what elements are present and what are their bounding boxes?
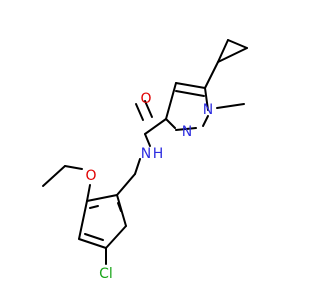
bond	[144, 133, 151, 147]
bond	[204, 61, 219, 89]
bond	[135, 103, 144, 121]
ethoxy-group	[42, 165, 91, 202]
bond	[89, 205, 99, 209]
bond	[144, 100, 153, 118]
nitrogen-label: N	[141, 146, 151, 162]
benzene-ring	[78, 173, 136, 249]
pyrazole-ring	[165, 61, 245, 131]
bond	[217, 47, 248, 63]
hydrogen-label: H	[153, 146, 164, 162]
bond	[175, 82, 206, 89]
bond	[175, 127, 197, 131]
bond	[117, 202, 122, 212]
bond	[202, 115, 209, 127]
bond	[227, 39, 248, 49]
bond	[64, 165, 83, 170]
bond	[78, 238, 107, 249]
nitrogen-label: N	[182, 124, 192, 140]
bond	[86, 194, 118, 202]
bond	[116, 173, 136, 196]
amide-group	[134, 100, 167, 175]
chlorine-label: Cl	[99, 266, 113, 282]
bond	[105, 225, 127, 249]
atom-labels: O N N N H O Cl	[85, 91, 213, 282]
bond	[216, 103, 245, 109]
molecule-structure: O N N N H O Cl	[42, 39, 248, 282]
bond	[144, 118, 167, 135]
oxygen-label: O	[85, 168, 96, 184]
oxygen-label: O	[140, 91, 151, 107]
bond	[78, 200, 88, 240]
bond	[86, 184, 91, 202]
bond	[175, 90, 205, 97]
bond	[134, 158, 141, 175]
bond	[42, 165, 66, 187]
bond	[165, 82, 177, 120]
bond	[217, 39, 229, 63]
nitrogen-label: N	[203, 102, 213, 118]
bond	[204, 87, 209, 111]
bond	[165, 118, 176, 129]
cyclopropyl-ring	[217, 39, 248, 63]
bond	[84, 233, 104, 241]
